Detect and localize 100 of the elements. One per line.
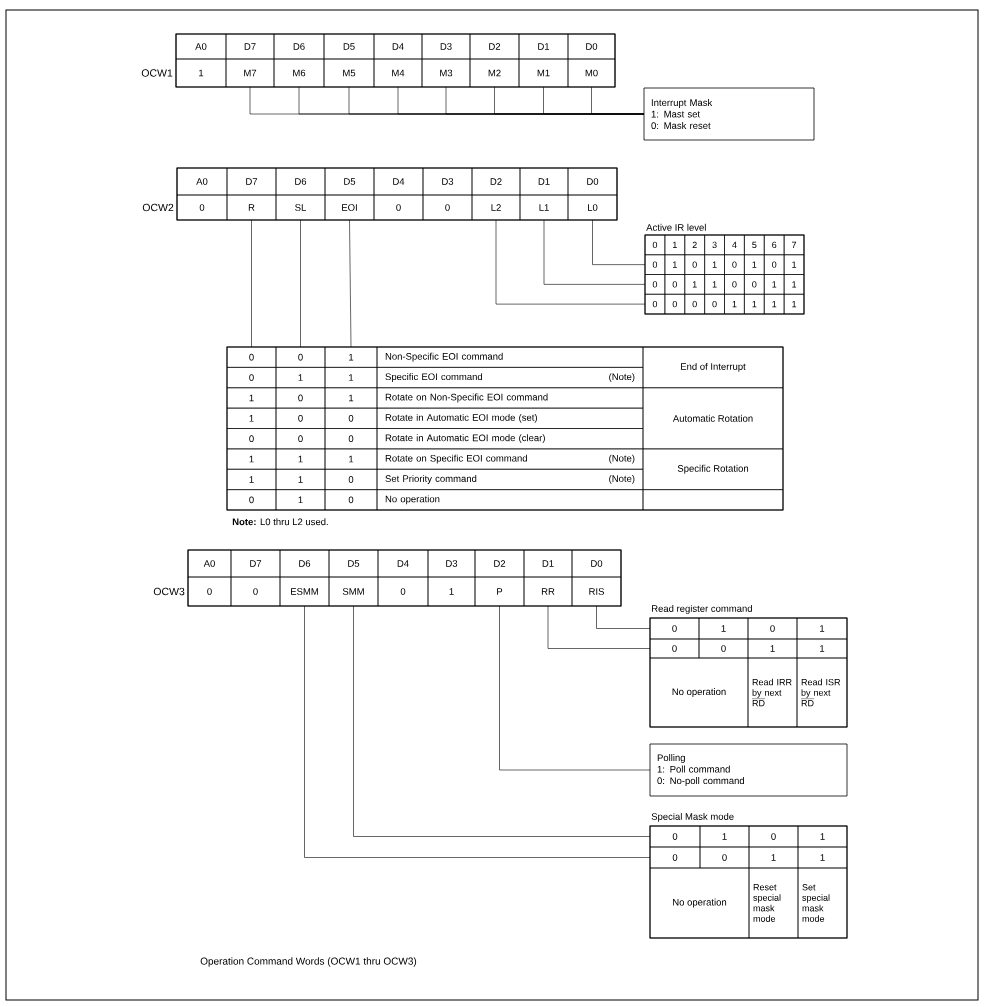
table-cell: 0 [747, 617, 798, 640]
bit-cell: SMM [328, 576, 379, 607]
table-cell: 3 [704, 234, 725, 256]
bit-cell: 0 [187, 576, 232, 607]
table-cell: 0 [324, 468, 378, 490]
table-cell: 1 [796, 638, 848, 659]
bit-cell: D1 [518, 33, 569, 60]
table-cell: 1 [226, 468, 277, 490]
table-cell: Read IRR by next RD [747, 657, 798, 728]
table-cell: 1 [275, 468, 326, 490]
table-cell: 1 [698, 617, 749, 640]
table-cell: 0 [724, 274, 745, 295]
bit-cell: M6 [273, 58, 325, 88]
bit-cell: L1 [519, 194, 569, 221]
table-cell: Read ISR by next RD [796, 657, 848, 728]
table-cell: 1 [783, 293, 805, 315]
bit-cell: M2 [469, 58, 520, 88]
connector-line [596, 605, 651, 629]
table-cell: 1 [763, 293, 785, 315]
bit-cell: 0 [422, 194, 473, 221]
bit-cell: M7 [225, 58, 275, 88]
table-cell: 1 [744, 293, 765, 315]
bit-cell: D4 [373, 167, 424, 196]
connector-line [300, 219, 301, 348]
bit-cell: 0 [176, 194, 228, 221]
table-cell: 1 [324, 387, 378, 409]
table-cell: 1 [226, 448, 277, 470]
table-cell: 1 [783, 254, 805, 275]
table-cell: 1 [744, 254, 765, 275]
table-cell: 1 [699, 825, 750, 848]
table-cell: 4 [724, 234, 745, 256]
table-cell: 0 [748, 825, 799, 848]
table-cell: 1 [747, 638, 798, 659]
table-cell: Automatic Rotation [642, 387, 784, 450]
table-cell: 0 [324, 407, 378, 429]
table-heading: Special Mask mode [651, 812, 734, 822]
bit-cell: A0 [187, 549, 232, 578]
table-cell: Specific EOI command (Note) [376, 367, 644, 389]
bit-cell: D0 [567, 33, 616, 60]
table-cell: Rotate on Specific EOI command (Note) [376, 448, 644, 470]
bit-cell: L2 [471, 194, 521, 221]
table-cell: 1 [664, 254, 686, 275]
table-cell: 0 [699, 846, 750, 869]
table-cell: 0 [684, 254, 705, 275]
table-cell: 0 [744, 274, 765, 295]
table-cell: 1 [226, 387, 277, 409]
table-cell: 1 [324, 448, 378, 470]
table-cell: 0 [226, 367, 277, 389]
table-cell: 0 [275, 387, 326, 409]
bit-cell: RIS [571, 576, 622, 607]
table-cell: 1 [704, 274, 725, 295]
table-cell: 0 [664, 274, 686, 295]
bit-cell: D7 [226, 167, 277, 196]
bit-cell: D5 [328, 549, 379, 578]
table-cell: 0 [644, 293, 666, 315]
table-cell: 0 [684, 293, 705, 315]
table-cell: 1 [275, 367, 326, 389]
table-cell: 1 [783, 274, 805, 295]
bit-cell: D4 [377, 549, 429, 578]
table-cell: 1 [796, 617, 848, 640]
bit-cell: 0 [373, 194, 424, 221]
table-cell: 0 [226, 489, 277, 511]
connector-line [543, 219, 646, 285]
table-cell: 0 [649, 825, 701, 848]
table-cell: 0 [275, 346, 326, 368]
table-cell: 0 [649, 846, 701, 869]
table-cell: 0 [226, 428, 277, 450]
table-cell: Reset special mask mode [748, 867, 799, 939]
bit-cell: D0 [571, 549, 622, 578]
bit-cell: R [226, 194, 277, 221]
table-cell: 0 [724, 254, 745, 275]
table-cell: 0 [644, 274, 666, 295]
bit-cell: EOI [324, 194, 375, 221]
table-cell: 1 [226, 407, 277, 429]
table-cell: 1 [763, 274, 785, 295]
bit-cell: ESMM [279, 576, 330, 607]
table-cell: 7 [783, 234, 805, 256]
connector-line [349, 219, 352, 348]
bit-cell: D1 [523, 549, 573, 578]
table-cell: 0 [226, 346, 277, 368]
bit-cell: D0 [567, 167, 618, 196]
table-cell: 1 [275, 489, 326, 511]
table-cell: 2 [684, 234, 705, 256]
table-cell: 0 [324, 489, 378, 511]
bit-cell: D2 [471, 167, 521, 196]
table-cell [642, 489, 784, 511]
table-cell: 0 [698, 638, 749, 659]
table-cell: 1 [275, 448, 326, 470]
table-cell: 1 [704, 254, 725, 275]
bit-cell: D3 [427, 549, 476, 578]
bit-cell: D3 [421, 33, 471, 60]
table-cell: No operation [649, 867, 750, 939]
bit-cell: M1 [518, 58, 569, 88]
table-cell: 1 [797, 846, 848, 869]
table-cell: 1 [324, 346, 378, 368]
note-box: Polling 1: Poll command 0: No-poll command [649, 743, 848, 797]
table-cell: 0 [649, 617, 700, 640]
bit-cell: L0 [567, 194, 618, 221]
bit-cell: M0 [567, 58, 616, 88]
bit-cell: M4 [373, 58, 423, 88]
